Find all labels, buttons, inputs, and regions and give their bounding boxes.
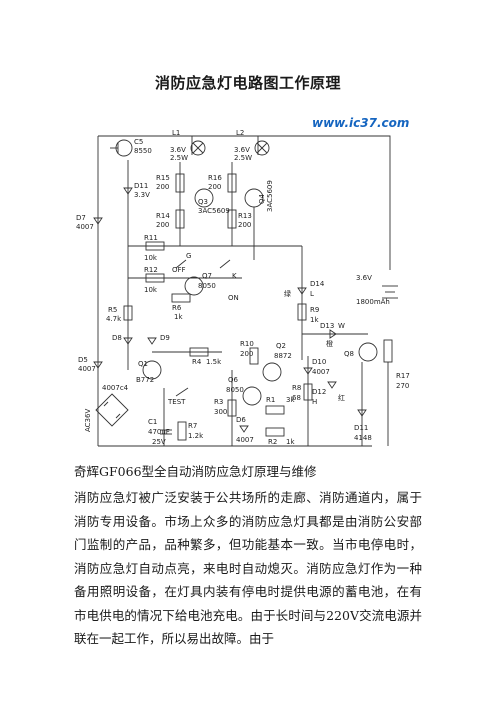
value-r4: 1.5k [206, 358, 222, 366]
value-r7: 1.2k [188, 432, 204, 440]
label-switch-on: ON [228, 294, 239, 302]
label-r4: R4 [192, 358, 202, 366]
label-switch-k: K [232, 272, 237, 280]
subtitle: 奇辉GF066型全自动消防应急灯原理与维修 [74, 464, 317, 479]
label-cheng: 橙 [326, 339, 333, 348]
label-q7: Q7 [202, 272, 212, 280]
label-q3: Q3 [198, 198, 208, 206]
label-r15: R15 [156, 174, 170, 182]
value-r16: 200 [208, 183, 221, 191]
value-q1: B772 [136, 376, 154, 384]
value-r15: 200 [156, 183, 169, 191]
value-q2: 8872 [274, 352, 292, 360]
value-d6: 4007 [236, 436, 254, 444]
label-r17: R17 [396, 372, 410, 380]
label-r16: R16 [208, 174, 222, 182]
label-r9: R9 [310, 306, 319, 314]
label-hong: 红 [338, 393, 345, 402]
value-r12: 10k [144, 286, 158, 294]
value-l2-w: 2.5W [234, 154, 252, 162]
label-ac: AC36V [84, 409, 92, 432]
label-d7: D7 [76, 214, 86, 222]
label-r6: R6 [172, 304, 182, 312]
value-r9: 1k [310, 316, 319, 324]
value-r13: 200 [238, 221, 251, 229]
label-d13: D13 [320, 322, 334, 330]
body-paragraph: 消防应急灯被广泛安装于公共场所的走廊、消防通道内，属于消防专用设备。市场上众多的… [74, 490, 422, 646]
value-r17: 270 [396, 382, 409, 390]
value-l1-w: 2.5W [170, 154, 188, 162]
label-d13-w: W [338, 322, 345, 330]
label-q4: Q4 [258, 193, 266, 204]
value-l1-v: 3.6V [170, 146, 186, 154]
value-r10: 200 [240, 350, 253, 358]
value-q4: 3AC5609 [266, 180, 274, 212]
value-q6: 8050 [226, 386, 244, 394]
label-d6: D6 [236, 416, 246, 424]
value-r2: 1k [286, 438, 295, 446]
value-r11: 10k [144, 254, 158, 262]
label-r2: R2 [268, 438, 277, 446]
label-d8: D8 [112, 334, 122, 342]
value-l2-v: 3.6V [234, 146, 250, 154]
watermark-url: www.ic37.com [312, 116, 410, 130]
document-title: 消防应急灯电路图工作原理 [154, 74, 341, 92]
label-l2: L2 [236, 129, 244, 137]
value-d10: 4007 [312, 368, 330, 376]
value-r14: 200 [156, 221, 169, 229]
label-d12-h: H [312, 398, 317, 406]
value-r6: 1k [174, 313, 183, 321]
label-c4: 4007c4 [102, 384, 129, 392]
label-r3: R3 [214, 398, 223, 406]
label-d10: D10 [312, 358, 326, 366]
label-test: TEST [167, 398, 186, 406]
value-d11b: 4148 [354, 434, 372, 442]
label-l1: L1 [172, 129, 180, 137]
label-r11: R11 [144, 234, 158, 242]
label-d14: D14 [310, 280, 325, 288]
label-q2: Q2 [276, 342, 286, 350]
label-q1: Q1 [138, 360, 148, 368]
label-d14-color: L [310, 290, 314, 298]
value-r1: 3k [286, 396, 295, 404]
circuit-schematic: C5 8550 L1 3.6V 2.5W L2 3.6V 2.5W R15 20… [72, 100, 426, 454]
value-q7: 8050 [198, 282, 216, 290]
value-r8: 68 [292, 394, 301, 402]
value-r5: 4.7k [106, 315, 122, 323]
label-lv: 绿 [284, 289, 291, 298]
value-d7: 4007 [76, 223, 94, 231]
label-d11b: D11 [354, 424, 368, 432]
label-d5: D5 [78, 356, 88, 364]
label-switch-g: G [186, 252, 191, 260]
label-q6: Q6 [228, 376, 239, 384]
battery-voltage: 3.6V [356, 274, 372, 282]
label-q8: Q8 [344, 350, 354, 358]
label-switch-off: OFF [172, 266, 186, 274]
value-c5: 8550 [134, 147, 152, 155]
value-d11: 3.3V [134, 191, 150, 199]
value-r3: 300 [214, 408, 227, 416]
label-d11: D11 [134, 182, 148, 190]
label-d9: D9 [160, 334, 170, 342]
label-r13: R13 [238, 212, 252, 220]
label-r7: R7 [188, 422, 197, 430]
label-c5: C5 [134, 138, 143, 146]
battery-capacity: 1800mAh [356, 298, 390, 306]
label-r8: R8 [292, 384, 301, 392]
label-d12: D12 [312, 388, 326, 396]
label-r5: R5 [108, 306, 117, 314]
label-r1: R1 [266, 396, 275, 404]
label-r10: R10 [240, 340, 254, 348]
value-c1: 470uF [148, 428, 170, 436]
value-q3: 3AC5609 [198, 207, 230, 215]
label-c1: C1 [148, 418, 157, 426]
label-r12: R12 [144, 266, 158, 274]
label-r14: R14 [156, 212, 170, 220]
value-d5: 4007 [78, 365, 96, 373]
value-c1-voltage: 25V [152, 438, 166, 446]
